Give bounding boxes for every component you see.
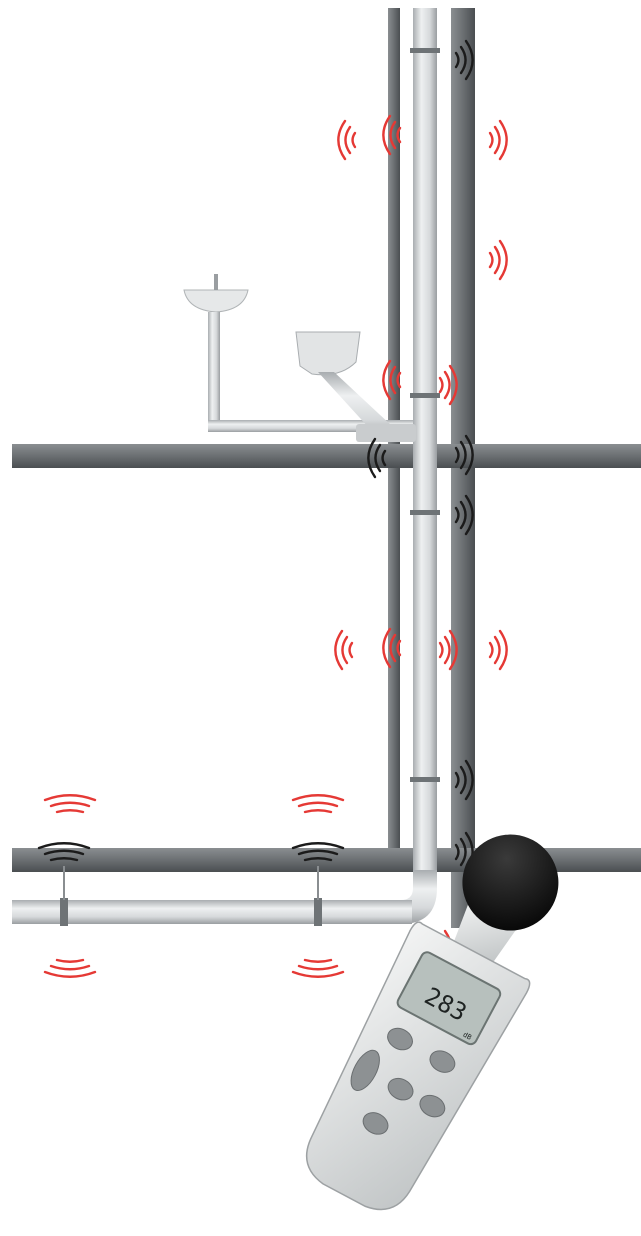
upper-floor-beam [12, 444, 641, 468]
airborne-sound-wave [493, 245, 501, 275]
airborne-sound-wave [49, 801, 91, 808]
structure-borne-sound-wave [303, 857, 333, 862]
airborne-sound-wave [493, 635, 501, 665]
pipe-clamp [410, 48, 440, 53]
airborne-sound-wave [488, 251, 494, 269]
airborne-sound-wave [348, 641, 354, 659]
airborne-sound-wave [443, 635, 451, 665]
airborne-sound-wave [498, 119, 508, 161]
airborne-sound-wave [382, 359, 392, 401]
meter-body [305, 921, 531, 1211]
meter-unit: dB [462, 1031, 473, 1042]
structure-borne-sound-wave [43, 849, 85, 856]
pipe-clamp [410, 510, 440, 515]
structure-borne-sound-wave [374, 443, 382, 473]
pipe-clamp [60, 898, 68, 926]
pipe-clamp [410, 393, 440, 398]
structure-borne-sound-wave [454, 506, 460, 524]
airborne-sound-wave [389, 120, 397, 150]
meter-button[interactable] [416, 1091, 448, 1121]
building-structure [12, 8, 641, 928]
sound-level-meter: 283 dB [305, 834, 559, 1211]
airborne-sound-wave [389, 633, 397, 663]
airborne-sound-wave [498, 239, 508, 281]
airborne-sound-wave [55, 809, 85, 814]
airborne-sound-wave [303, 809, 333, 814]
meter-button[interactable] [359, 1109, 391, 1139]
structure-borne-sound-wave [454, 51, 460, 69]
airborne-sound-wave [344, 125, 352, 155]
airborne-sound-wave [55, 958, 85, 963]
airborne-sound-wave [382, 627, 392, 669]
structure-borne-sound-wave [454, 771, 460, 789]
airborne-sound-wave [297, 801, 339, 808]
structure-borne-sound-wave [459, 500, 467, 530]
structure-borne-sound-wave [297, 849, 339, 856]
airborne-sound-wave [341, 635, 349, 665]
airborne-sound-wave [43, 970, 97, 978]
drain-pipes [12, 8, 440, 926]
structure-borne-sound-wave [464, 39, 474, 81]
microphone-windscreen [462, 834, 559, 931]
toilet-bowl [295, 331, 361, 376]
bathroom-fixtures [183, 274, 416, 442]
structure-borne-sound-wave [464, 494, 474, 536]
toilet-drain-pipe [318, 372, 392, 440]
airborne-sound-wave [498, 629, 508, 671]
pipe-clamp [314, 898, 322, 926]
structure-borne-sound-wave [459, 765, 467, 795]
structure-borne-sound-wave [454, 843, 460, 861]
meter-neck [453, 897, 521, 964]
airborne-sound-wave [488, 131, 494, 149]
meter-screen [396, 951, 502, 1046]
meter-button[interactable] [426, 1047, 458, 1077]
structure-borne-sound-wave [49, 857, 79, 862]
sound-waves [37, 39, 508, 978]
structure-borne-sound-wave [37, 842, 91, 850]
horizontal-drain-pipe [12, 900, 412, 924]
airborne-sound-wave [389, 365, 397, 395]
basin-drain-pipe [208, 312, 220, 430]
structure-borne-sound-wave [459, 45, 467, 75]
structure-borne-sound-wave [459, 837, 467, 867]
structure-borne-sound-wave [464, 434, 474, 476]
airborne-sound-wave [448, 629, 458, 671]
airborne-sound-wave [396, 371, 402, 389]
tap-icon [214, 274, 218, 290]
airborne-sound-wave [43, 794, 97, 802]
wash-basin [183, 289, 249, 313]
meter-button[interactable] [384, 1024, 416, 1054]
vertical-drain-pipe [413, 8, 437, 888]
airborne-sound-wave [49, 964, 91, 971]
structure-borne-sound-wave [367, 437, 377, 479]
airborne-sound-wave [334, 629, 344, 671]
airborne-sound-wave [438, 641, 444, 659]
airborne-sound-wave [493, 125, 501, 155]
airborne-sound-wave [488, 641, 494, 659]
structure-borne-sound-wave [464, 759, 474, 801]
meter-button[interactable] [384, 1074, 416, 1104]
airborne-sound-wave [297, 964, 339, 971]
structure-borne-sound-wave [459, 440, 467, 470]
airborne-sound-wave [382, 114, 392, 156]
airborne-sound-wave [291, 794, 345, 802]
meter-button[interactable] [345, 1046, 385, 1095]
airborne-sound-wave [303, 958, 333, 963]
airborne-sound-wave [337, 119, 347, 161]
airborne-sound-wave [443, 370, 451, 400]
airborne-sound-wave [351, 131, 357, 149]
airborne-sound-wave [396, 126, 402, 144]
structure-borne-sound-wave [454, 446, 460, 464]
airborne-sound-wave [448, 364, 458, 406]
airborne-sound-wave [438, 376, 444, 394]
pipe-junction [356, 424, 416, 442]
airborne-sound-wave [291, 970, 345, 978]
pipe-clamp [410, 777, 440, 782]
structure-borne-sound-wave [381, 449, 387, 467]
structure-borne-sound-wave [291, 842, 345, 850]
airborne-sound-wave [396, 639, 402, 657]
